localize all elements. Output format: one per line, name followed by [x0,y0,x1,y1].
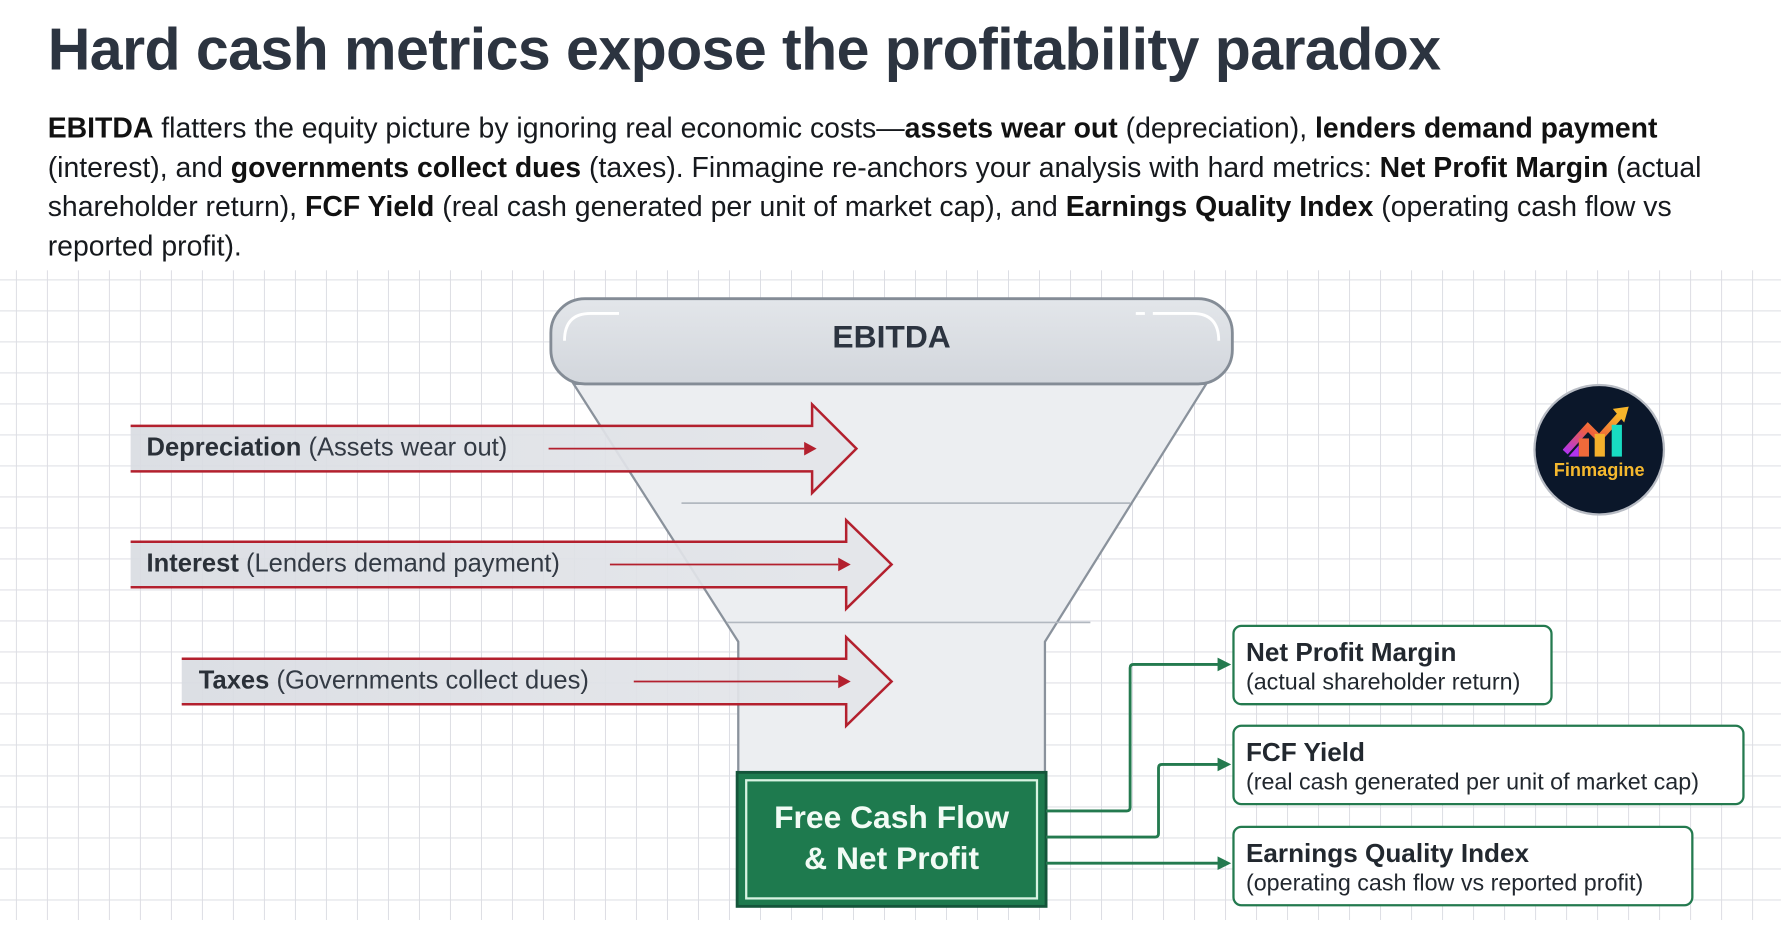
metric-title: Net Profit Margin [1245,637,1457,667]
intro-emphasis: Net Profit Margin [1379,151,1609,184]
intro-emphasis: EBITDA [47,112,154,145]
interest-arrow [130,517,894,612]
metric-title: Earnings Quality Index [1245,838,1530,868]
interest-label: Interest (Lenders demand payment) [147,549,560,579]
deduction-name: Taxes [198,665,270,694]
intro-text: flatters the equity picture by ignoring … [153,112,905,145]
deduction-name: Depreciation [146,432,302,462]
intro-text: (operating cash flow vs reported profit)… [47,190,1672,262]
intro-emphasis: governments collect dues [230,151,582,184]
intro-emphasis: Earnings Quality Index [1065,190,1374,223]
metric-fcf-yield: FCF Yield (real cash generated per unit … [1232,724,1745,806]
logo-text: Finmagine [1553,461,1645,481]
ebitda-pill [549,297,1234,386]
deduction-desc: (Lenders demand payment) [245,548,560,577]
metric-desc: (actual shareholder return) [1245,668,1521,696]
depreciation-label: Depreciation (Assets wear out) [147,433,508,463]
intro-text: (depreciation), [1117,112,1316,145]
metric-desc: (real cash generated per unit of market … [1245,768,1699,796]
metric-title: FCF Yield [1245,737,1366,767]
metric-earnings-quality-index: Earnings Quality Index (operating cash f… [1232,825,1694,907]
deduction-desc: (Assets wear out) [308,432,508,462]
output-line-2: & Net Profit [804,840,980,876]
page-title: Hard cash metrics expose the profitabili… [47,17,1441,83]
connector-arrowheads [1217,657,1232,871]
intro-text: (interest), and [47,151,231,184]
deduction-name: Interest [146,548,239,577]
intro-text: (actual shareholder return), [47,151,1702,223]
rising-bar-chart-arrow-icon [1562,406,1629,457]
fcf-output-box [735,770,1048,908]
intro-text: (real cash generated per unit of market … [434,190,1066,223]
intro-text: (taxes). Finmagine re-anchors your analy… [581,151,1380,184]
fcf-output-label: Free Cash Flow & Net Profit [738,797,1045,879]
metric-connectors [1046,663,1220,865]
intro-emphasis: lenders demand payment [1315,112,1658,145]
output-line-1: Free Cash Flow [774,799,1010,835]
metric-desc: (operating cash flow vs reported profit) [1245,870,1644,897]
intro-emphasis: FCF Yield [304,190,435,223]
taxes-arrow [181,634,894,729]
taxes-label: Taxes (Governments collect dues) [199,666,589,696]
intro-paragraph: EBITDA flatters the equity picture by ig… [48,109,1718,266]
metric-net-profit-margin: Net Profit Margin (actual shareholder re… [1232,624,1553,706]
ebitda-label: EBITDA [832,319,951,355]
intro-emphasis: assets wear out [904,112,1118,145]
depreciation-arrow [130,401,859,496]
finmagine-logo: Finmagine [1535,386,1663,514]
deduction-desc: (Governments collect dues) [276,665,589,694]
